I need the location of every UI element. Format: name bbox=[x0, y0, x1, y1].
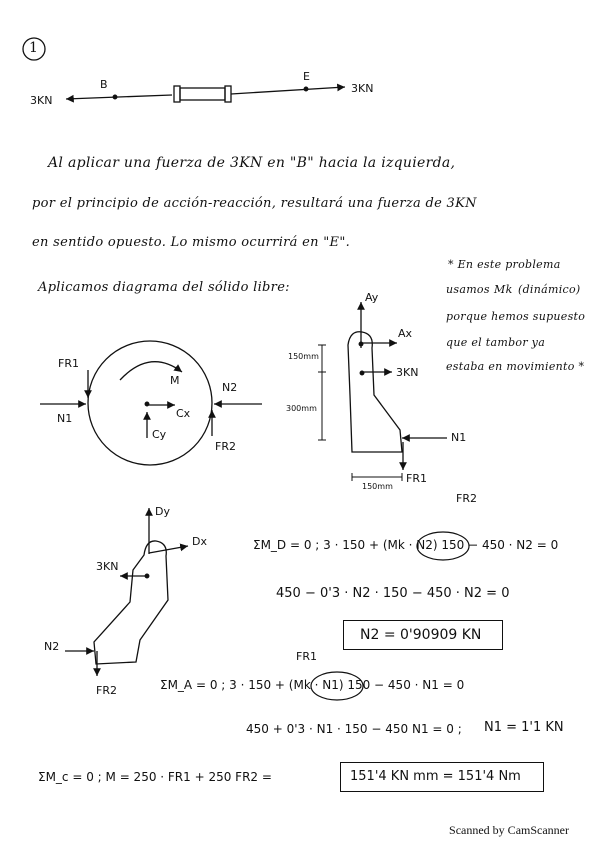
top-left-force-label: 3KN bbox=[30, 94, 53, 107]
drum-n1-label: N1 bbox=[57, 412, 73, 425]
equation-moment-a-expanded: 450 + 0'3 · N1 · 150 − 450 N1 = 0 ; bbox=[246, 722, 462, 736]
arm-left-dy-label: Dy bbox=[155, 505, 170, 518]
top-member-drawing bbox=[65, 83, 346, 103]
drum-cx-label: Cx bbox=[176, 407, 191, 420]
friction-term-circle bbox=[310, 671, 364, 701]
arm-right-ay-label: Ay bbox=[365, 291, 379, 304]
dim-side-label: 300mm bbox=[286, 404, 317, 413]
problem-number: 1 bbox=[29, 40, 39, 56]
m-result: 151'4 KN mm = 151'4 Nm bbox=[350, 769, 521, 784]
drum-moment-label: M bbox=[170, 374, 180, 387]
arm-left-force-label: 3KN bbox=[96, 560, 119, 573]
equation-moment-a: ΣM_A = 0 ; 3 · 150 + (Mk · N1) 150 − 450… bbox=[160, 678, 465, 692]
point-b-label: B bbox=[100, 78, 108, 91]
n1-result: N1 = 1'1 KN bbox=[484, 720, 564, 735]
drum-fr1-label: FR1 bbox=[58, 357, 79, 370]
top-right-force-label: 3KN bbox=[351, 82, 374, 95]
paragraph-line: en sentido opuesto. Lo mismo ocurrirá en… bbox=[32, 235, 351, 250]
dim-top-label: 150mm bbox=[288, 352, 319, 361]
scanner-watermark: Scanned by CamScanner bbox=[449, 823, 569, 837]
arm-left-fr2-label: FR2 bbox=[96, 684, 117, 697]
drum-cy-label: Cy bbox=[152, 428, 167, 441]
arm-right-ax-label: Ax bbox=[398, 327, 413, 340]
n2-result: N2 = 0'90909 KN bbox=[360, 627, 482, 643]
note-line: estaba en movimiento * bbox=[446, 360, 585, 373]
eq-fr1-label: FR1 bbox=[296, 650, 317, 663]
paragraph-line: por el principio de acción-reacción, res… bbox=[32, 196, 477, 211]
equation-moment-d: ΣM_D = 0 ; 3 · 150 + (Mk · N2) 150 − 450… bbox=[253, 538, 559, 552]
paragraph-line: Al aplicar una fuerza de 3KN en "B" haci… bbox=[48, 155, 456, 171]
equation-moment-c: ΣM_c = 0 ; M = 250 · FR1 + 250 FR2 = bbox=[38, 770, 272, 784]
drum-free-body-diagram bbox=[40, 340, 262, 466]
note-line: (dinámico) bbox=[518, 283, 581, 296]
dsl-heading: Aplicamos diagrama del sólido libre: bbox=[38, 280, 290, 295]
note-mu-symbol: Mk bbox=[494, 283, 513, 296]
friction-term-circle bbox=[416, 531, 470, 561]
arm-right-n1-label: N1 bbox=[451, 431, 467, 444]
eq-fr2-label: FR2 bbox=[456, 492, 477, 505]
arm-left-dx-label: Dx bbox=[192, 535, 207, 548]
point-e-label: E bbox=[303, 70, 310, 83]
m-result-box bbox=[340, 762, 544, 792]
dim-bottom-label: 150mm bbox=[362, 482, 393, 491]
note-line: que el tambor ya bbox=[446, 336, 546, 349]
arm-left-n2-label: N2 bbox=[44, 640, 60, 653]
equation-moment-d-expanded: 450 − 0'3 · N2 · 150 − 450 · N2 = 0 bbox=[276, 586, 510, 601]
arm-right-force-label: 3KN bbox=[396, 366, 419, 379]
arm-right-fr1-label: FR1 bbox=[406, 472, 427, 485]
arm-right-free-body-diagram bbox=[318, 302, 447, 481]
note-line: usamos bbox=[446, 283, 490, 296]
arm-left-free-body-diagram bbox=[65, 507, 189, 676]
drum-n2-label: N2 bbox=[222, 381, 238, 394]
note-line: * En este problema bbox=[448, 258, 561, 271]
problem-number-circle bbox=[22, 37, 46, 61]
note-line: porque hemos supuesto bbox=[446, 310, 586, 323]
n2-result-box bbox=[343, 620, 503, 650]
drum-fr2-label: FR2 bbox=[215, 440, 236, 453]
